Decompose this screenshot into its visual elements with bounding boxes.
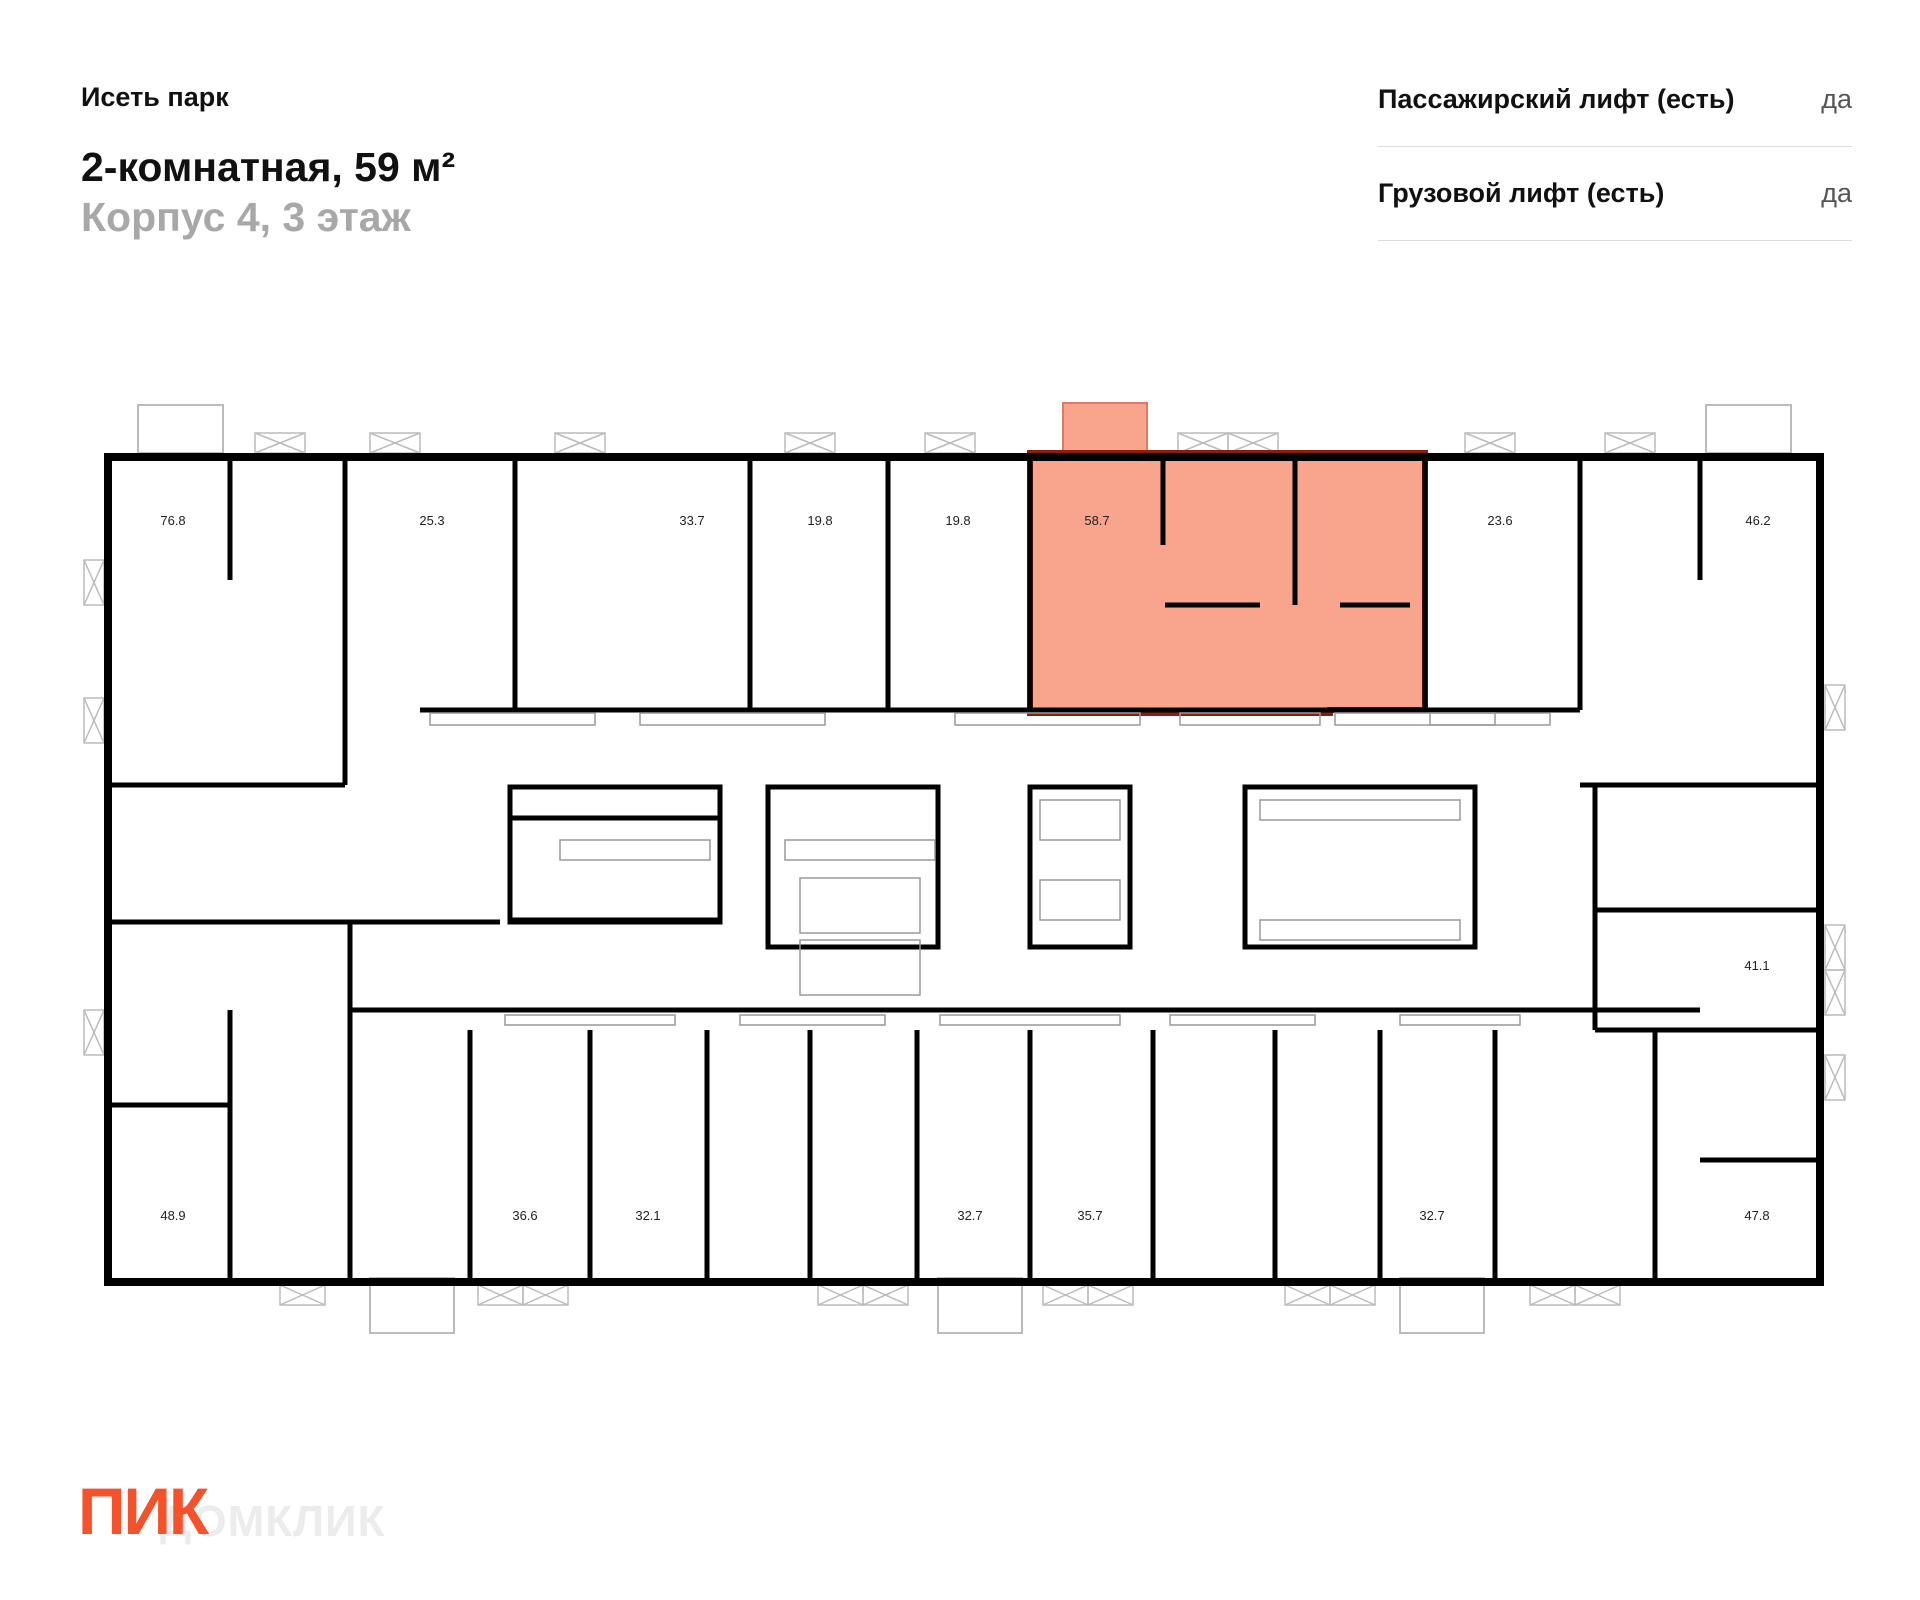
apartment-area-label: 46.2 [1745, 513, 1770, 528]
apartment-area-label: 48.9 [160, 1208, 185, 1223]
selected-balcony [1062, 402, 1148, 454]
building-floor: Корпус 4, 3 этаж [81, 194, 411, 240]
spec-freight-lift: Грузовой лифт (есть) да [1378, 147, 1852, 241]
apartment-area-label: 32.7 [957, 1208, 982, 1223]
apartment-area-label: 19.8 [945, 513, 970, 528]
specs-list: Пассажирский лифт (есть) да Грузовой лиф… [1378, 53, 1852, 241]
spec-passenger-lift: Пассажирский лифт (есть) да [1378, 53, 1852, 147]
right-apartment-labels: 41.1 [1744, 958, 1769, 973]
apartment-area-label: 47.8 [1744, 1208, 1769, 1223]
apartment-area-label: 36.6 [512, 1208, 537, 1223]
apartment-area-label: 23.6 [1487, 513, 1512, 528]
apartment-area-label: 33.7 [679, 513, 704, 528]
apartment-area-label: 25.3 [419, 513, 444, 528]
apartment-title: 2-комнатная, 59 м² [81, 144, 456, 190]
interior-walls [108, 457, 1820, 1282]
apartment-area-label: 19.8 [807, 513, 832, 528]
spec-value: да [1821, 178, 1852, 208]
spec-value: да [1821, 84, 1852, 114]
top-apartment-labels: 76.8 25.3 33.7 19.8 19.8 58.7 23.6 46.2 [160, 513, 1770, 528]
apartment-area-label: 32.7 [1419, 1208, 1444, 1223]
apartment-area-label: 32.1 [635, 1208, 660, 1223]
apartment-area-label: 58.7 [1084, 513, 1109, 528]
bottom-apartment-labels: 48.9 36.6 32.1 32.7 35.7 32.7 47.8 [160, 1208, 1769, 1223]
apartment-area-label: 35.7 [1077, 1208, 1102, 1223]
apartment-area-label: 41.1 [1744, 958, 1769, 973]
selected-apartment [1027, 450, 1428, 716]
pik-logo: ДОМКЛИК ПИК [78, 1476, 385, 1548]
fixtures [429, 712, 1551, 1026]
apartment-area-label: 76.8 [160, 513, 185, 528]
balconies [137, 404, 1792, 1334]
project-name: Исеть парк [81, 82, 229, 112]
spec-label: Грузовой лифт (есть) [1378, 178, 1665, 208]
pik-brand-text: ПИК [78, 1476, 210, 1548]
outer-walls [104, 453, 1824, 1286]
spec-label: Пассажирский лифт (есть) [1378, 84, 1735, 114]
domclick-watermark: ДОМКЛИК [160, 1497, 385, 1546]
